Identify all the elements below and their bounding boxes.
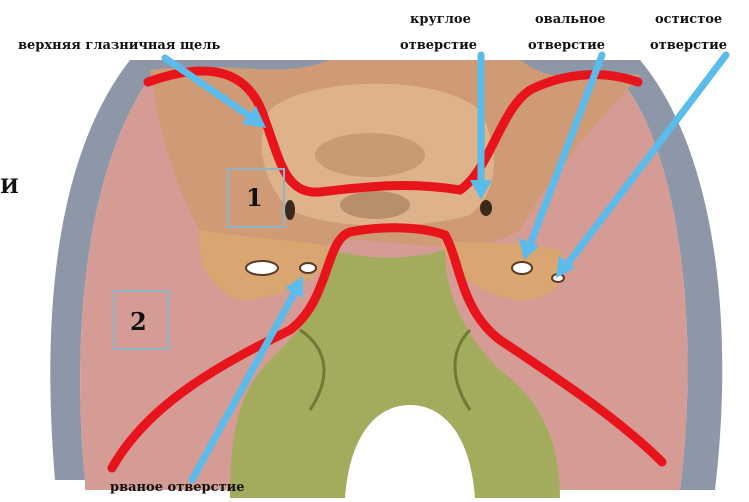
label-foramen-rotundum-line1: круглое	[410, 12, 471, 28]
orbital-fissure-opening	[285, 200, 295, 220]
region-number-2: 2	[130, 307, 147, 336]
label-foramen-lacerum: рваное отверстие	[110, 480, 245, 496]
foramen-lacerum-opening	[300, 263, 316, 273]
sella-shadow	[315, 133, 425, 177]
sella-shadow-lower	[340, 191, 410, 219]
region-number-1: 1	[246, 183, 263, 212]
label-foramen-spinosum-line1: остистое	[655, 12, 722, 28]
label-foramen-spinosum-line2: отверстие	[650, 38, 727, 54]
label-superior-orbital-fissure: верхняя глазничная щель	[18, 38, 220, 54]
label-foramen-rotundum-line2: отверстие	[400, 38, 477, 54]
foramen-rotundum-opening	[480, 200, 492, 216]
foramen-ovale-left	[246, 261, 278, 275]
foramen-ovale-right	[512, 262, 532, 274]
label-foramen-ovale-line1: овальное	[535, 12, 606, 28]
label-foramen-ovale-line2: отверстие	[528, 38, 605, 54]
edge-letter: И	[0, 178, 19, 194]
